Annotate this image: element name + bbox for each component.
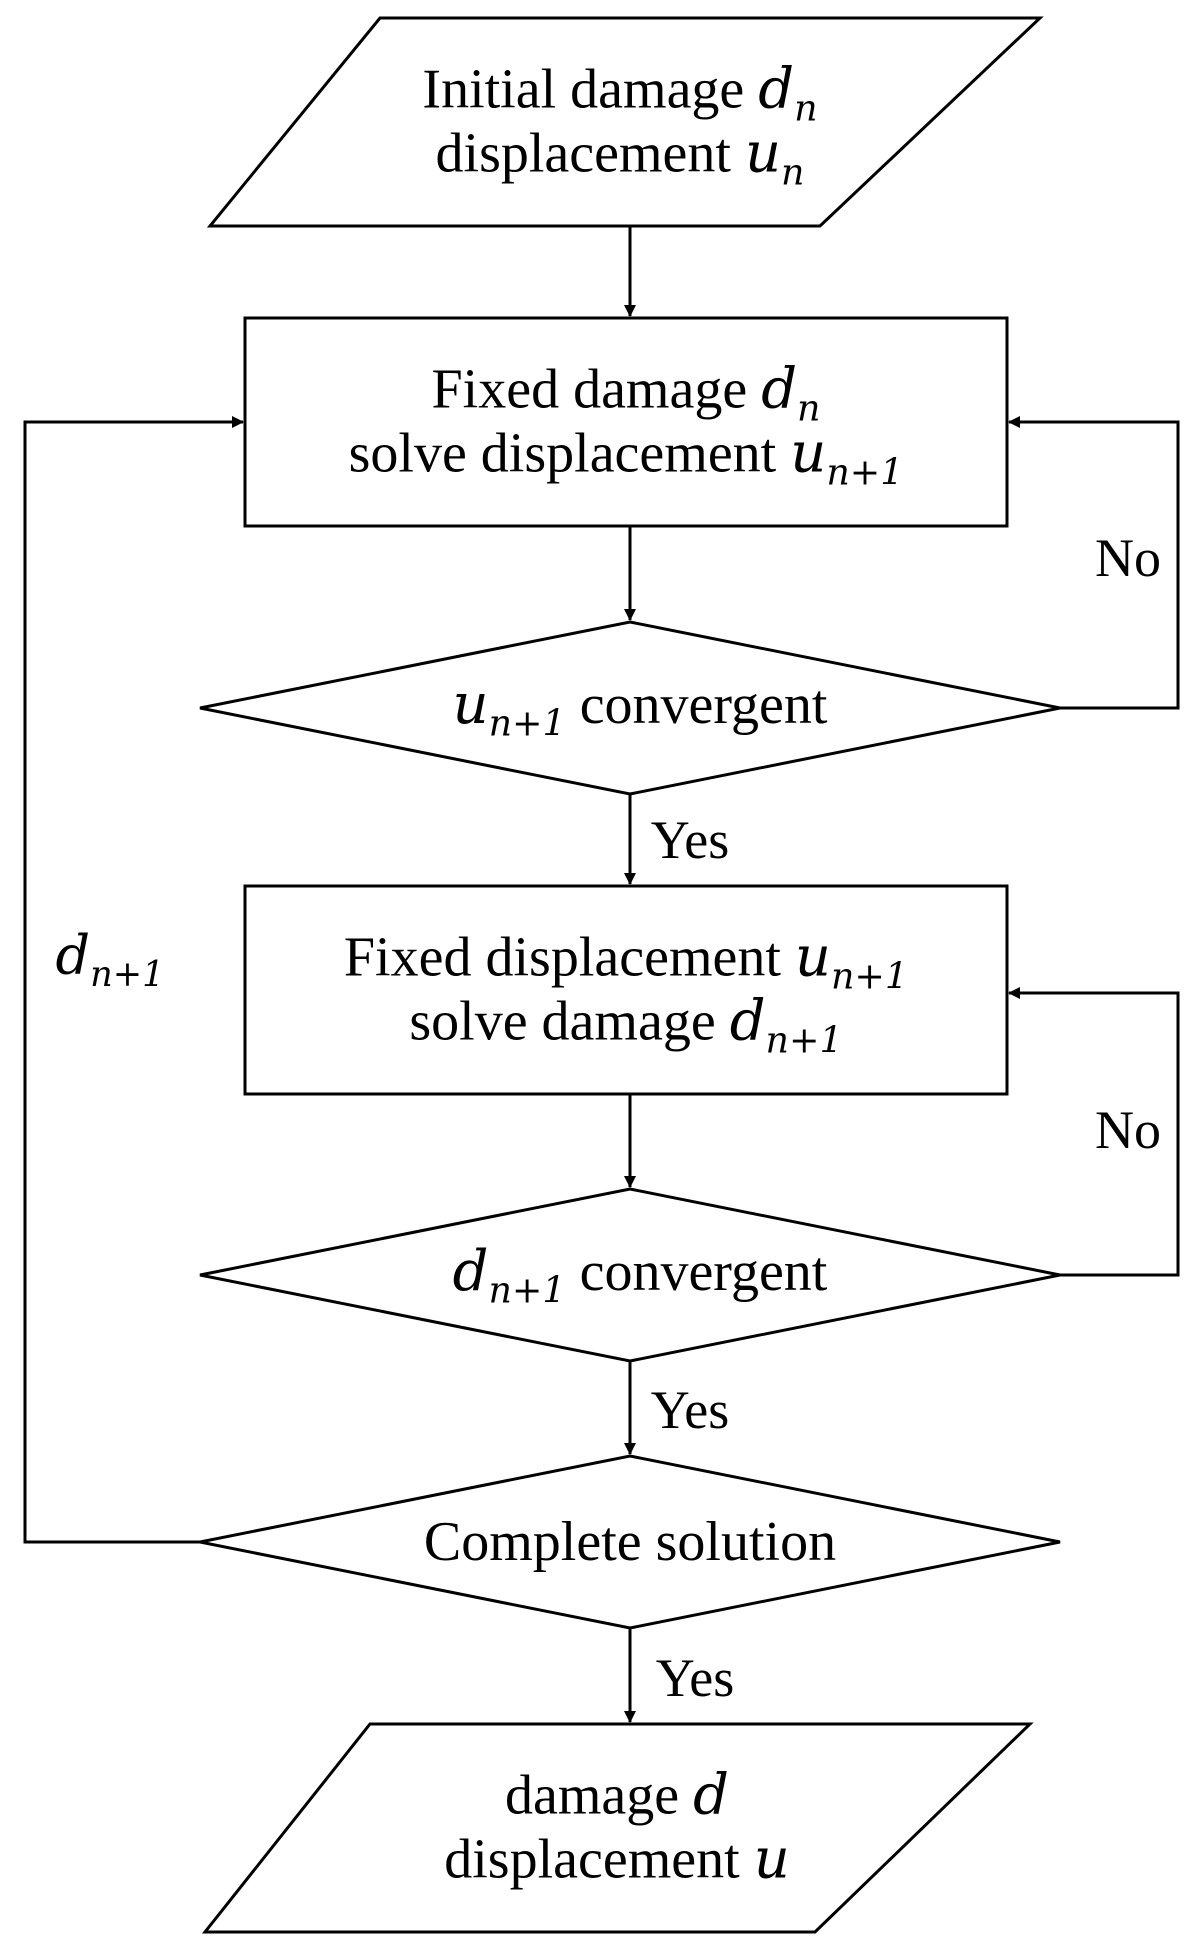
- d-convergent-label: dn+1 convergent: [452, 1238, 828, 1312]
- end-label: damage d displacement u: [444, 1762, 790, 1893]
- complete-line1: Complete solution: [423, 1510, 837, 1573]
- solve-damage-box: [243, 884, 1009, 1096]
- solve-displacement-box: [243, 316, 1009, 528]
- complete-solution-diamond: [199, 1454, 1061, 1630]
- edge-label-yes-u: Yes: [650, 810, 730, 870]
- edge-label-no-d: No: [1095, 1100, 1161, 1160]
- solve-u-line1: Fixed damage dn: [431, 356, 821, 430]
- loop-outer-d: [23, 416, 244, 1544]
- solve-d-line2: solve damage dn+1: [409, 989, 843, 1062]
- end-parallelogram: [201, 1722, 1034, 1934]
- u-convergent-label: un+1 convergent: [452, 671, 828, 745]
- complete-solution-label: Complete solution: [424, 1510, 836, 1574]
- solve-displacement-label: Fixed damage dn solve displacement un+1: [348, 356, 904, 494]
- check-d-line1: dn+1 convergent: [452, 1238, 828, 1312]
- edge-label-outer-loop: dn+1: [55, 923, 165, 995]
- check-u-line1: un+1 convergent: [452, 671, 828, 745]
- loop-no-d: [1008, 987, 1180, 1277]
- end-line2: displacement u: [444, 1827, 790, 1892]
- end-line1: damage d: [505, 1762, 729, 1828]
- start-line2: displacement un: [435, 121, 805, 194]
- solve-u-line2: solve displacement un+1: [348, 421, 904, 494]
- edge-label-no-u: No: [1095, 528, 1161, 588]
- solve-d-line1: Fixed displacement un+1: [343, 924, 909, 998]
- start-parallelogram: [206, 16, 1044, 228]
- edge-label-yes-d: Yes: [650, 1380, 730, 1440]
- edge-label-yes-complete: Yes: [655, 1648, 735, 1708]
- solve-damage-label: Fixed displacement un+1 solve damage dn+…: [343, 924, 909, 1062]
- start-line1: Initial damage dn: [422, 56, 818, 130]
- start-label: Initial damage dn displacement un: [422, 56, 818, 194]
- loop-no-u: [1008, 416, 1180, 710]
